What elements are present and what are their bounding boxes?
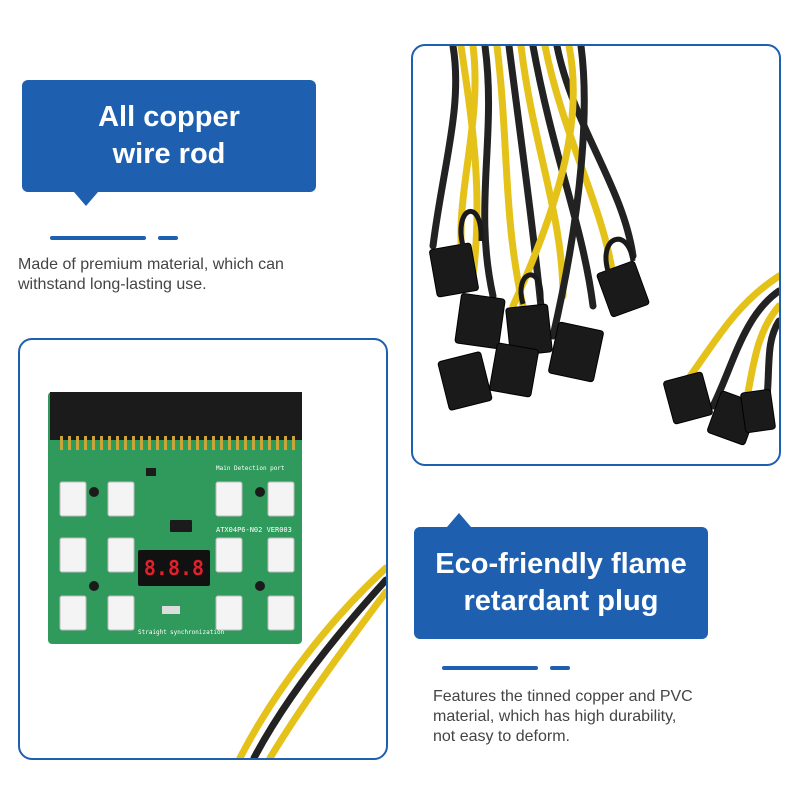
feature-description-copper-wire: Made of premium material, which can with…	[18, 255, 378, 295]
description-line: not easy to deform.	[433, 728, 570, 745]
description-line: Made of premium material, which can	[18, 256, 284, 273]
gold-finger-connector	[50, 392, 302, 440]
switch-right-label: synchronization	[170, 629, 225, 636]
description-line: withstand long-lasting use.	[18, 276, 207, 293]
cables-photo	[411, 44, 781, 466]
feature-title-line: Eco-friendly flame	[435, 548, 687, 580]
feature-title-copper-wire: All copper wire rod	[22, 80, 316, 206]
board-model-label: ATX04P6-N02 VER003	[216, 526, 292, 534]
description-line: material, which has high durability,	[433, 708, 677, 725]
divider-long	[50, 236, 146, 240]
pcb-board	[48, 392, 302, 644]
switch-left-label: Straight	[138, 629, 167, 636]
feature-title-line: wire rod	[112, 138, 226, 170]
breakout-board-photo: Main Detection port ATX04P6-N02 VER003 8…	[18, 338, 388, 760]
divider-short	[158, 236, 178, 240]
mode-switch	[162, 606, 180, 614]
feature-title-line: All copper	[98, 101, 240, 133]
cable-bundle-illustration	[429, 46, 779, 446]
divider-short	[550, 666, 570, 670]
feature-title-line: retardant plug	[463, 585, 659, 617]
led-display-value: 8.8.8	[144, 556, 204, 580]
feature-title-flame-retardant-plug: Eco-friendly flame retardant plug	[414, 513, 708, 639]
board-top-label: Main Detection port	[216, 465, 285, 472]
feature-description-flame-retardant-plug: Features the tinned copper and PVC mater…	[433, 687, 793, 747]
breakout-board-illustration: Main Detection port ATX04P6-N02 VER003 8…	[48, 392, 386, 758]
description-line: Features the tinned copper and PVC	[433, 688, 693, 705]
led-display	[138, 550, 210, 586]
divider-long	[442, 666, 538, 670]
